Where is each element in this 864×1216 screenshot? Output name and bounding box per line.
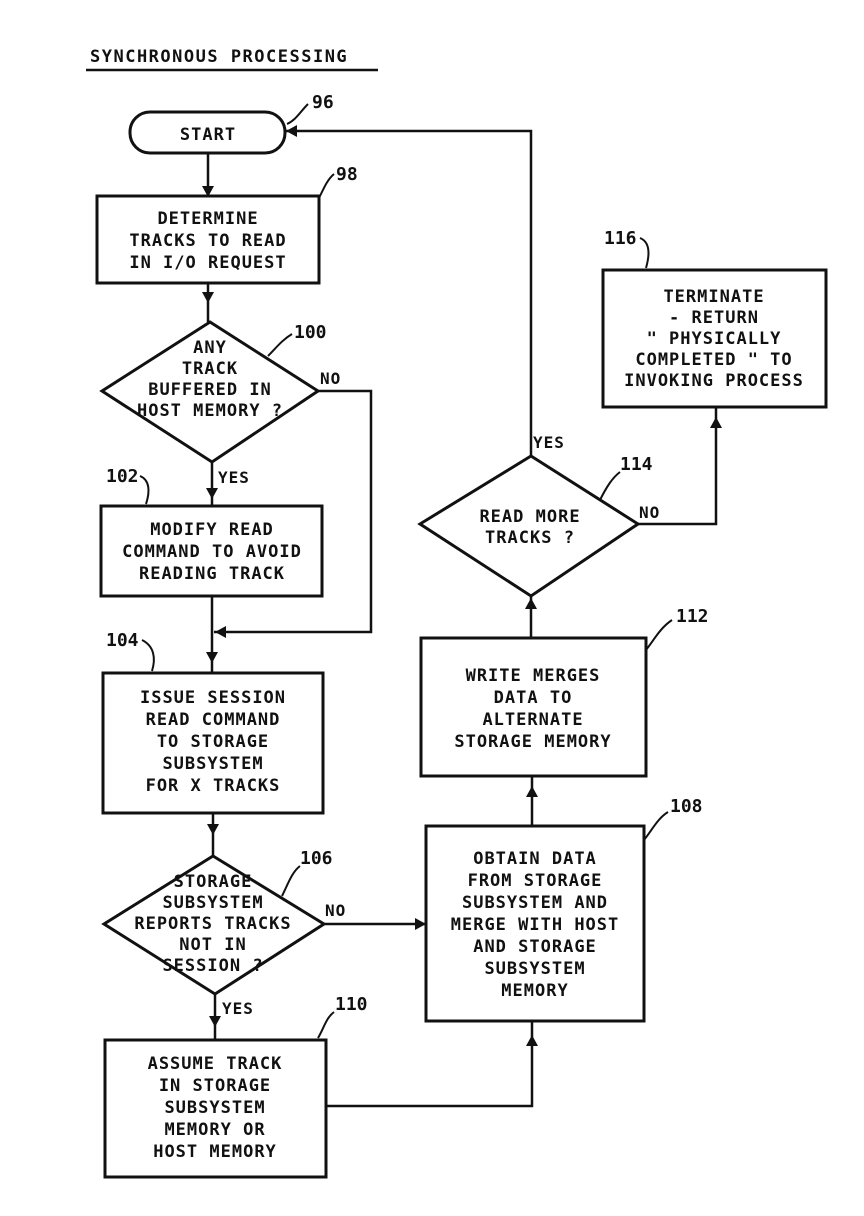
node-determine: DETERMINE TRACKS TO READ IN I/O REQUEST … [97,164,358,283]
node-determine-line-1: TRACKS TO READ [129,231,286,251]
node-readmore-line-0: READ MORE [479,507,580,527]
node-assume-line-4: HOST MEMORY [153,1142,277,1162]
node-write-line-3: STORAGE MEMORY [454,732,611,752]
arrowhead [286,125,297,137]
arrowhead [525,598,537,609]
leader-108 [644,812,668,840]
node-obtain-line-6: MEMORY [501,981,568,1001]
diagram-title: SYNCHRONOUS PROCESSING [90,47,348,67]
leader-102 [140,476,148,504]
node-reports-line-3: NOT IN [179,935,246,955]
ref-110: 110 [335,994,368,1015]
leader-116 [640,238,648,268]
ref-106: 106 [300,848,333,869]
node-assume-line-3: MEMORY OR [164,1120,265,1140]
leader-104 [142,640,154,671]
leader-112 [646,620,672,650]
node-reports-line-0: STORAGE [174,872,253,892]
ref-96: 96 [312,92,334,113]
node-modify-line-2: READING TRACK [139,564,285,584]
node-anytrack-line-1: TRACK [182,359,238,379]
node-terminate-line-4: INVOKING PROCESS [624,371,804,391]
arrowhead [415,918,426,930]
edge-readmore-yes-to-start [286,131,531,456]
ref-102: 102 [106,466,139,487]
ref-108: 108 [670,796,703,817]
node-anytrack-line-2: BUFFERED IN [148,380,272,400]
node-modify-line-0: MODIFY READ [150,520,274,540]
node-write: WRITE MERGES DATA TO ALTERNATE STORAGE M… [421,606,709,776]
node-readmore-line-1: TRACKS ? [485,528,575,548]
ref-114: 114 [620,454,653,475]
node-reports-line-2: REPORTS TRACKS [134,914,291,934]
node-write-line-2: ALTERNATE [482,710,583,730]
node-terminate-line-0: TERMINATE [663,287,764,307]
node-obtain-line-4: AND STORAGE [473,937,597,957]
node-terminate-line-3: COMPLETED " TO [635,350,792,370]
node-determine-line-2: IN I/O REQUEST [129,253,286,273]
ref-100: 100 [294,322,327,343]
node-issue-line-3: SUBSYSTEM [162,754,263,774]
node-obtain-line-1: FROM STORAGE [468,871,603,891]
arrowhead [526,1035,538,1046]
edge-assume-to-obtain [326,1021,532,1106]
node-determine-line-0: DETERMINE [157,209,258,229]
node-obtain-line-3: MERGE WITH HOST [451,915,620,935]
ref-116: 116 [604,228,637,249]
leader-106 [282,866,300,896]
node-modify-line-1: COMMAND TO AVOID [122,542,302,562]
node-issue-line-1: READ COMMAND [146,710,281,730]
edge-label-reports-no: NO [325,901,346,920]
arrowhead [209,1016,221,1027]
ref-98: 98 [336,164,358,185]
node-reports-line-1: SUBSYSTEM [162,893,263,913]
node-terminate-line-1: - RETURN [669,308,759,328]
edge-label-reports-yes: YES [222,999,254,1018]
arrowhead [215,626,226,638]
node-issue-line-2: TO STORAGE [157,732,269,752]
node-issue-line-0: ISSUE SESSION [140,688,286,708]
arrowhead [206,488,218,499]
edge-label-anytrack-no: NO [320,369,341,388]
arrowhead [710,417,722,428]
node-reports-line-4: SESSION ? [162,956,263,976]
node-anytrack-line-0: ANY [193,338,227,358]
node-assume-line-2: SUBSYSTEM [164,1098,265,1118]
arrowhead [207,824,219,835]
node-reports: STORAGE SUBSYSTEM REPORTS TRACKS NOT IN … [104,848,346,1018]
ref-104: 104 [106,630,139,651]
node-start: START 96 [130,92,334,153]
edge-label-anytrack-yes: YES [218,468,250,487]
edge-label-readmore-yes: YES [533,433,565,452]
node-assume-line-1: IN STORAGE [159,1076,271,1096]
node-issue-line-4: FOR X TRACKS [146,776,281,796]
node-obtain-line-2: SUBSYSTEM AND [462,893,608,913]
leader-110 [318,1012,334,1038]
arrowhead [526,786,538,797]
edge-label-readmore-no: NO [639,503,660,522]
node-assume: ASSUME TRACK IN STORAGE SUBSYSTEM MEMORY… [105,994,368,1177]
arrowhead [202,292,214,303]
arrowhead [206,652,218,663]
node-anytrack-line-3: HOST MEMORY ? [137,401,283,421]
node-write-line-1: DATA TO [494,688,573,708]
node-obtain-line-5: SUBSYSTEM [484,959,585,979]
node-terminate: TERMINATE - RETURN " PHYSICALLY COMPLETE… [603,228,826,407]
node-write-line-0: WRITE MERGES [466,666,601,686]
leader-114 [600,472,620,500]
leader-96 [287,104,308,124]
node-obtain-line-0: OBTAIN DATA [473,849,597,869]
node-terminate-line-2: " PHYSICALLY [647,329,782,349]
node-any-track: ANY TRACK BUFFERED IN HOST MEMORY ? 100 … [102,322,341,487]
node-read-more: READ MORE TRACKS ? 114 YES NO [420,433,660,596]
leader-100 [268,334,292,356]
leader-98 [319,174,334,198]
node-start-line-0: START [180,125,236,145]
node-obtain: OBTAIN DATA FROM STORAGE SUBSYSTEM AND M… [426,796,703,1021]
ref-112: 112 [676,606,709,627]
node-assume-line-0: ASSUME TRACK [148,1054,283,1074]
